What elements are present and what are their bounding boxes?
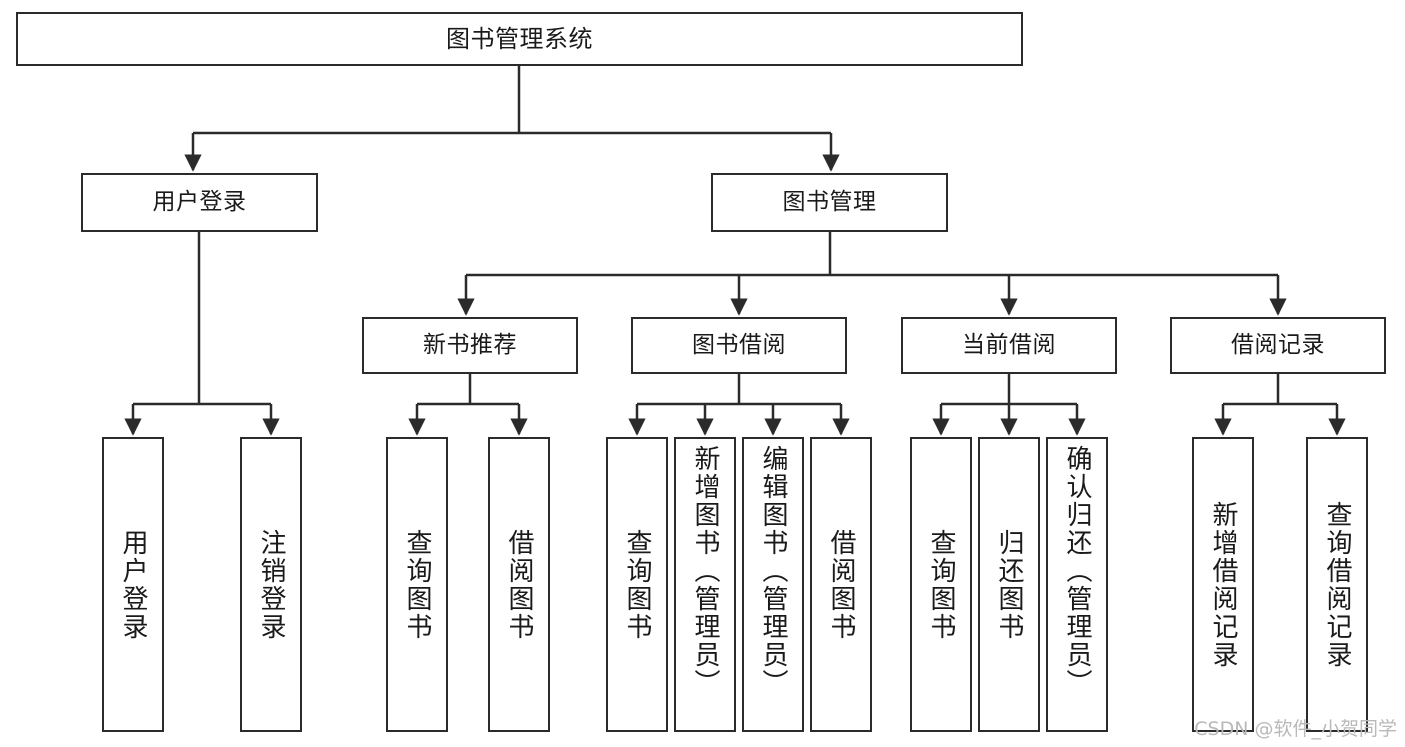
leaf-return-book[interactable]: 归还图书 bbox=[978, 437, 1040, 732]
leaf-query-book-borrow[interactable]: 查询图书 bbox=[606, 437, 668, 732]
node-label: 归还图书 bbox=[994, 528, 1024, 641]
node-label: 新增借阅记录 bbox=[1208, 500, 1238, 669]
node-label: 注销登录 bbox=[256, 528, 286, 641]
node-label: 查询借阅记录 bbox=[1322, 500, 1352, 669]
leaf-user-login[interactable]: 用户登录 bbox=[102, 437, 164, 732]
node-label: 图书管理 bbox=[782, 188, 877, 215]
leaf-query-book-recommend[interactable]: 查询图书 bbox=[386, 437, 448, 732]
node-label: 确认归还（管理员） bbox=[1062, 445, 1092, 697]
node-book-borrow[interactable]: 图书借阅 bbox=[631, 317, 847, 374]
watermark: CSDN @软件_小贺同学 bbox=[1194, 718, 1397, 740]
node-label: 借阅记录 bbox=[1231, 331, 1325, 358]
node-label: 图书借阅 bbox=[692, 331, 786, 358]
node-label: 新增图书（管理员） bbox=[690, 445, 720, 697]
leaf-query-book-current[interactable]: 查询图书 bbox=[910, 437, 972, 732]
node-label: 查询图书 bbox=[622, 528, 652, 641]
leaf-edit-book-admin[interactable]: 编辑图书（管理员） bbox=[742, 437, 804, 732]
node-label: 编辑图书（管理员） bbox=[758, 445, 788, 697]
node-borrow-record[interactable]: 借阅记录 bbox=[1170, 317, 1386, 374]
leaf-query-borrow-record[interactable]: 查询借阅记录 bbox=[1306, 437, 1368, 732]
node-label: 查询图书 bbox=[402, 528, 432, 641]
node-book-management[interactable]: 图书管理 bbox=[711, 173, 948, 232]
node-label: 图书管理系统 bbox=[446, 24, 593, 53]
node-label: 查询图书 bbox=[926, 528, 956, 641]
leaf-add-book-admin[interactable]: 新增图书（管理员） bbox=[674, 437, 736, 732]
leaf-confirm-return-admin[interactable]: 确认归还（管理员） bbox=[1046, 437, 1108, 732]
node-label: 用户登录 bbox=[118, 528, 148, 641]
leaf-add-borrow-record[interactable]: 新增借阅记录 bbox=[1192, 437, 1254, 732]
node-current-borrow[interactable]: 当前借阅 bbox=[901, 317, 1117, 374]
node-root-book-management-system[interactable]: 图书管理系统 bbox=[16, 12, 1023, 66]
node-label: 借阅图书 bbox=[826, 528, 856, 641]
leaf-borrow-book[interactable]: 借阅图书 bbox=[810, 437, 872, 732]
leaf-borrow-book-recommend[interactable]: 借阅图书 bbox=[488, 437, 550, 732]
node-new-book-recommend[interactable]: 新书推荐 bbox=[362, 317, 578, 374]
node-label: 新书推荐 bbox=[423, 331, 517, 358]
node-label: 借阅图书 bbox=[504, 528, 534, 641]
leaf-logout-login[interactable]: 注销登录 bbox=[240, 437, 302, 732]
node-user-login[interactable]: 用户登录 bbox=[81, 173, 318, 232]
node-label: 用户登录 bbox=[152, 188, 247, 215]
node-label: 当前借阅 bbox=[962, 331, 1056, 358]
